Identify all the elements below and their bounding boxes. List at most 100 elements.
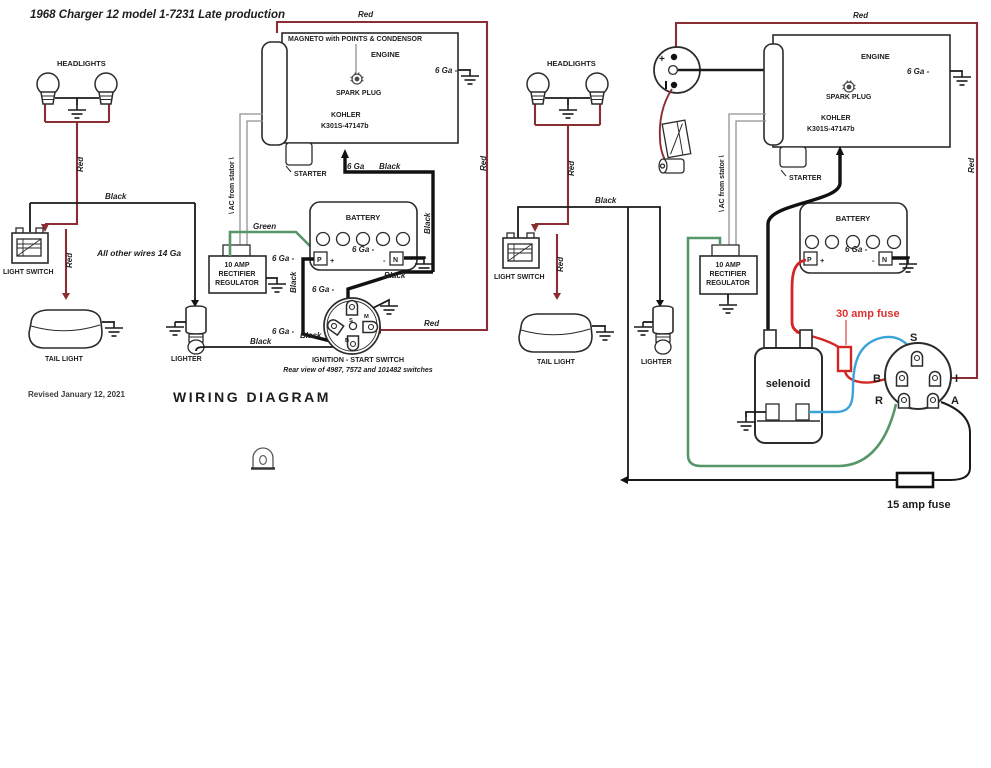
battery-neg-letter-left: N xyxy=(393,257,398,264)
spark-plug-label-right: SPARK PLUG xyxy=(826,94,872,101)
battery-cap xyxy=(355,231,371,247)
regulator-line3-right: REGULATOR xyxy=(706,280,750,287)
ignition-letter-s-left: S xyxy=(349,318,353,324)
arrow-red-taillight-left xyxy=(62,293,70,300)
arrow-black-lighter-right xyxy=(656,300,664,307)
wire-label-6ga-neg-right: 6 Ga - xyxy=(845,245,868,254)
magneto-label: MAGNETO with POINTS & CONDENSOR xyxy=(288,36,422,43)
ground-regulator-right xyxy=(718,299,738,314)
light-switch-label-left: LIGHT SWITCH xyxy=(3,269,54,276)
lighter-label-left: LIGHTER xyxy=(171,356,202,363)
ignition-switch-right xyxy=(884,342,952,410)
battery-plus-right: + xyxy=(820,256,825,265)
condenser-right xyxy=(658,158,685,174)
wire-blue-solenoid-to-s xyxy=(809,335,915,414)
wire-red-coil-to-condenser xyxy=(658,88,673,161)
engine-label-left: ENGINE xyxy=(371,50,400,59)
points-box-right xyxy=(661,119,692,159)
wire-green-regulator-to-r xyxy=(686,236,898,468)
battery-cap xyxy=(886,234,902,250)
ignition-letter-i-right: I xyxy=(955,373,958,385)
arrow-red-lightswitch-left xyxy=(41,224,49,232)
wire-solenoid-ground xyxy=(745,411,766,417)
battery-pos-letter-left: P xyxy=(317,257,322,264)
solenoid-terminal-batt xyxy=(763,329,777,349)
wire-label-black-batt-vert: Black xyxy=(289,271,298,293)
kohler-label-left: KOHLER xyxy=(331,112,361,119)
regulator-box-right xyxy=(699,255,758,295)
ignition-lug-s-left xyxy=(345,299,359,316)
wire-green-regulator-to-battery xyxy=(228,230,318,256)
headlights-label-right: HEADLIGHTS xyxy=(547,59,596,68)
wire-label-black-starter: Black xyxy=(379,162,401,171)
left-diagram-magneto: Red Red Red Red HEADLIGHTS Black LIGHT S… xyxy=(3,10,489,374)
solenoid-coil-terminal-2 xyxy=(795,403,810,421)
solenoid-terminal-starter xyxy=(799,329,813,349)
wire-red-headlights-right xyxy=(533,104,602,226)
regulator-line2-right: RECTIFIER xyxy=(710,271,747,278)
ground-taillight-left xyxy=(104,322,124,337)
wire-red-magneto-to-ignition xyxy=(275,20,489,332)
wire-label-red-side-right: Red xyxy=(967,157,976,173)
wire-label-green-left: Green xyxy=(253,222,276,231)
wire-black-accessory-left xyxy=(29,202,196,300)
wire-red-coil-to-ignition-i xyxy=(674,21,979,380)
headlight-bulb-right-1 xyxy=(526,72,550,105)
ignition-lug-m-left xyxy=(362,320,379,334)
engine-label-right: ENGINE xyxy=(861,52,890,61)
ignition-letter-b-right: B xyxy=(873,373,881,385)
ac-stator-label-right: \ AC from stator \ xyxy=(719,155,726,212)
wire-black-battery-to-b xyxy=(301,257,347,347)
battery-cap xyxy=(335,231,351,247)
starter-label-left: STARTER xyxy=(294,171,327,178)
battery-minus-left: - xyxy=(383,256,386,265)
wire-red-headlights-left xyxy=(43,104,111,226)
regulator-line3-left: REGULATOR xyxy=(215,280,259,287)
wire-label-black-starter-vert: Black xyxy=(423,212,432,234)
wire-label-black-lighter-left: Black xyxy=(250,337,272,346)
kohler-label-right: KOHLER xyxy=(821,115,851,122)
wire-black-lighter-to-ignition xyxy=(195,346,337,352)
regulator-plug-right xyxy=(711,244,740,257)
spark-plug-label-left: SPARK PLUG xyxy=(336,90,382,97)
tail-light-left xyxy=(28,309,103,349)
coil-tower xyxy=(667,64,679,76)
tail-light-label-left: TAIL LIGHT xyxy=(45,356,84,363)
ground-engine-left xyxy=(460,70,480,85)
arrow-black-starter-left xyxy=(341,149,349,158)
regulator-line1-left: 10 AMP xyxy=(224,262,249,269)
ignition-keyhole-left xyxy=(348,321,358,331)
starter-box-right xyxy=(779,146,807,168)
wire-label-red-taillight-left: Red xyxy=(65,252,74,268)
right-diagram-battery-ignition: Red Red + Red HEADLIGHTS Black xyxy=(494,11,979,511)
battery-cap xyxy=(824,234,840,250)
regulator-plug-left xyxy=(222,244,251,257)
revised-date: Revised January 12, 2021 xyxy=(28,390,126,399)
wire-taillight-ground-left xyxy=(102,321,115,323)
starter-box-left xyxy=(285,142,313,166)
wire-label-red-top-left: Red xyxy=(358,10,374,19)
fuse-15amp-label: 15 amp fuse xyxy=(887,499,951,511)
ignition-lug-a-right xyxy=(926,392,940,409)
tail-light-label-right: TAIL LIGHT xyxy=(537,359,576,366)
wire-label-6ga-pos-left: 6 Ga - xyxy=(272,254,295,263)
ground-headlights-right xyxy=(558,104,578,119)
ignition-letter-m-left: M xyxy=(364,314,369,320)
wire-label-red-side-left: Red xyxy=(479,155,488,171)
wire-black-starter-to-solenoid xyxy=(766,153,842,330)
wire-regulator-ground-left xyxy=(266,277,278,279)
battery-cap xyxy=(845,234,861,250)
wire-black-accessory-right xyxy=(517,206,661,479)
wire-taillight-ground-right xyxy=(592,325,606,327)
battery-label-right: BATTERY xyxy=(836,214,871,223)
wire-battery-neg-ground-right xyxy=(892,256,910,260)
kohler-model-left: K301S-47147b xyxy=(321,123,368,130)
solenoid-label: selenoid xyxy=(766,378,811,390)
wire-label-6ga-starter: 6 Ga xyxy=(347,162,365,171)
wire-ac-stator-left xyxy=(239,113,263,246)
battery-cap xyxy=(804,234,820,250)
wire-gauge-note: All other wires 14 Ga xyxy=(96,248,181,258)
ground-lighter-left xyxy=(165,321,185,336)
light-switch-left xyxy=(11,227,49,264)
coil-plus: + xyxy=(659,54,665,65)
